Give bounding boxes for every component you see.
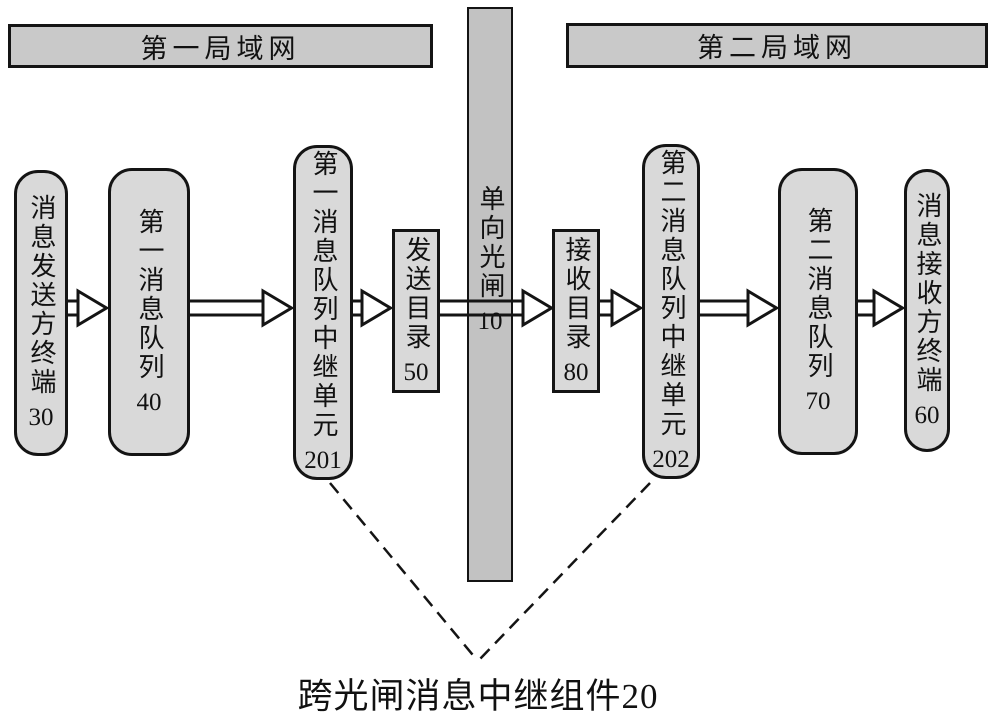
node-second-message-queue-relay-unit: 第二消息队列中继单元 202 [642, 144, 700, 479]
node-number: 80 [563, 358, 589, 386]
node-send-directory: 发送目录 50 [392, 229, 440, 393]
node-label: 第二消息队列中继单元 [657, 149, 686, 439]
flow-arrow-terminal-to-queue1 [68, 288, 108, 328]
node-label: 消息接收方终端 [913, 191, 942, 395]
node-second-message-queue: 第二消息队列 70 [778, 168, 858, 455]
node-first-message-queue: 第一消息队列 40 [108, 168, 190, 456]
flow-arrow-queue2-to-terminal [858, 288, 904, 328]
flow-arrow-queue1-to-relay1 [190, 288, 293, 328]
node-number: 40 [136, 388, 162, 416]
node-message-receiver-terminal: 消息接收方终端 60 [904, 169, 950, 452]
node-label: 消息发送方终端 [27, 194, 56, 397]
flow-arrow-relay2-to-queue2 [700, 288, 778, 328]
node-number: 30 [28, 404, 54, 431]
node-label: 第二消息队列 [804, 207, 833, 381]
node-first-message-queue-relay-unit: 第一消息队列中继单元 201 [293, 145, 353, 480]
gate-label: 单向光闸 [476, 185, 505, 301]
node-receive-directory: 接收目录 80 [552, 229, 600, 393]
flow-arrow-through-gate [440, 288, 553, 328]
lan2-bar: 第二局域网 [566, 23, 988, 68]
node-label: 接收目录 [562, 235, 591, 352]
node-number: 60 [914, 401, 940, 429]
relay-component-label: 跨光闸消息中继组件20 [297, 677, 659, 716]
node-label: 发送目录 [402, 235, 431, 352]
node-number: 70 [805, 388, 831, 415]
gate-number: 10 [477, 308, 503, 335]
lan1-bar: 第一局域网 [8, 24, 433, 68]
node-label: 第一消息队列 [135, 207, 164, 382]
node-number: 201 [304, 447, 342, 474]
lan2-label: 第二局域网 [697, 33, 857, 63]
node-number: 50 [403, 358, 429, 386]
node-number: 202 [652, 446, 690, 473]
node-message-sender-terminal: 消息发送方终端 30 [14, 170, 68, 456]
lan1-label: 第一局域网 [140, 33, 301, 64]
node-label: 第一消息队列中继单元 [309, 150, 338, 440]
flow-arrow-relay1-to-senddir [353, 288, 392, 328]
flow-arrow-recvdir-to-relay2 [600, 288, 642, 328]
